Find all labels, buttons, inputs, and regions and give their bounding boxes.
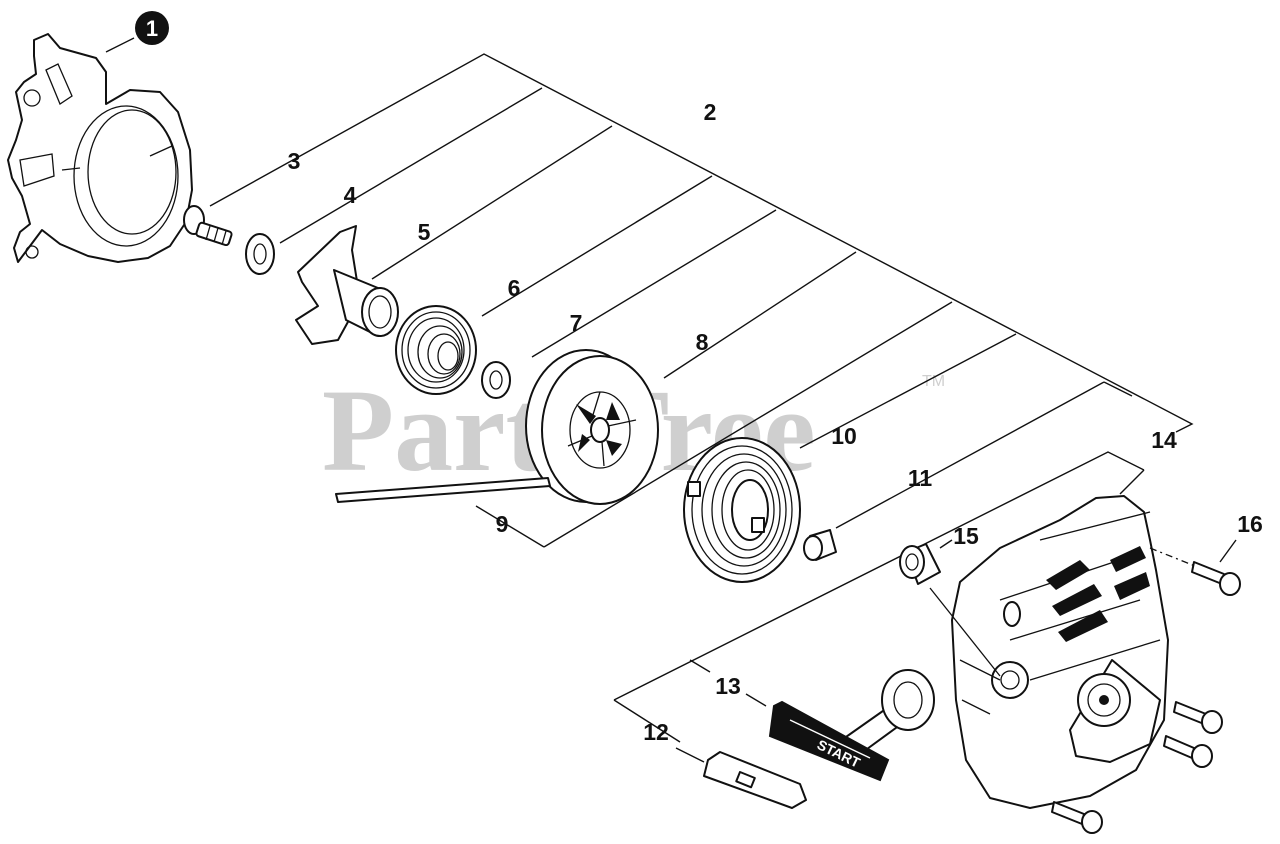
callout-5: 5 [418,219,431,245]
part-pulley-8 [525,349,659,505]
part-spring-6 [395,305,477,395]
part-screw-lower-c [1051,801,1103,834]
callout-9: 9 [496,511,509,537]
part-starter-cover-14 [951,495,1169,809]
part-housing [7,33,193,263]
badge-circle [135,11,169,45]
part-screw-lower-b [1163,735,1213,768]
part-rope-9 [335,477,551,503]
badge-number: 1 [146,16,158,41]
callout-8: 8 [696,329,709,355]
callout-15: 15 [953,523,979,549]
part-grip-insert-12 [703,751,807,809]
part-washer-7 [481,361,511,399]
callout-16: 16 [1237,511,1263,537]
callout-6: 6 [508,275,521,301]
callout-13: 13 [715,673,741,699]
part-screw-lower-a [1173,701,1223,734]
callout-2: 2 [704,99,717,125]
label-leaders [939,539,1237,563]
part-screw-16 [1149,547,1241,596]
callout-12: 12 [643,719,669,745]
callout-labels: 2 3 4 5 6 7 8 9 10 11 12 13 14 15 16 [288,99,1263,745]
callout-7: 7 [570,310,583,336]
callout-10: 10 [831,423,857,449]
callout-11: 11 [908,465,933,491]
callout-14: 14 [1151,427,1177,453]
part-rewind-spring-10 [683,437,801,583]
part-washer-4 [245,233,275,275]
part-screw-3 [183,205,233,247]
part-reel-shaft-5 [295,225,399,345]
part-bushing-15 [899,543,941,585]
watermark-trademark: TM [922,373,945,390]
part-bushing-11 [803,529,837,561]
part-starter-handle-13: START [768,669,935,782]
callout-4: 4 [344,182,357,208]
assembly-bracket-2 [209,53,1194,548]
assembly-bracket-14 [613,451,1145,743]
callout-3: 3 [288,148,301,174]
callout-badge-1: 1 [105,11,169,53]
callout-leaders [675,747,705,763]
